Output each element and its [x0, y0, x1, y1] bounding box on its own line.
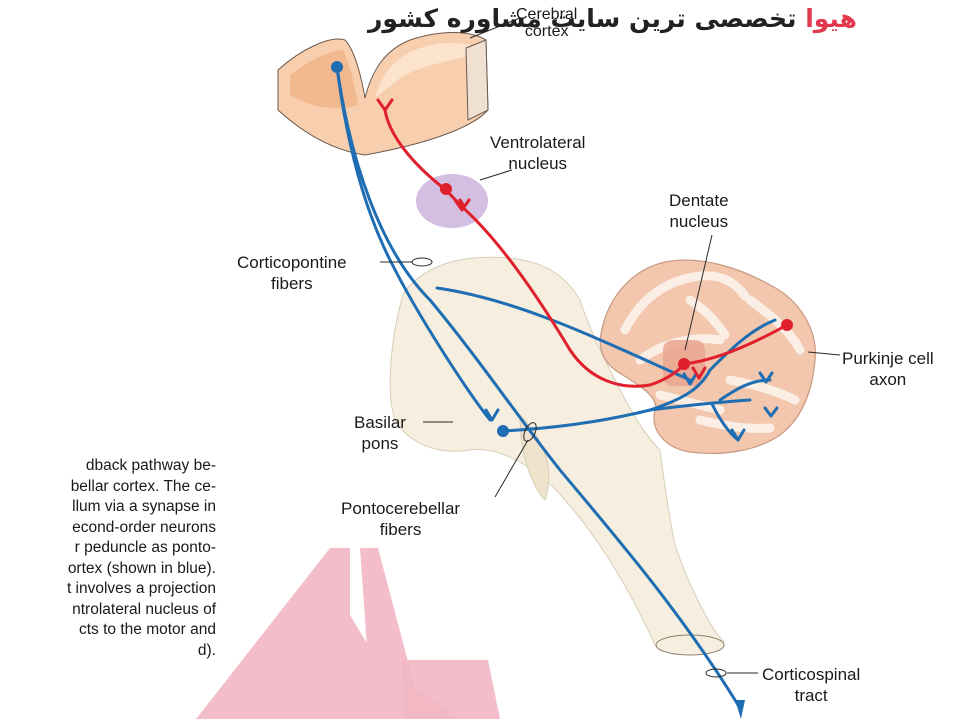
label-ventrolateral-line2: nucleus	[490, 153, 585, 174]
label-corticopontine-line2: fibers	[237, 273, 347, 294]
figure-caption: dback pathway be- bellar cortex. The ce-…	[0, 456, 216, 661]
watermark-header: هیوا تخصصی ترین سایت مشاوره کشور	[368, 4, 857, 33]
label-basilar-line1: Basilar	[354, 412, 406, 433]
label-ventrolateral-nucleus: Ventrolateral nucleus	[490, 132, 585, 174]
thalamic-neuron-cell-body	[440, 183, 452, 195]
label-basilar-line2: pons	[354, 433, 406, 454]
label-corticospinal-line2: tract	[762, 685, 860, 706]
watermark-shape-right	[402, 660, 500, 719]
label-pontocerebellar-line1: Pontocerebellar	[341, 498, 460, 519]
cerebral-cortex-illustration	[278, 33, 488, 156]
watermark-logo-text: هیوا	[805, 4, 857, 33]
label-purkinje-line1: Purkinje cell	[842, 348, 934, 369]
caption-line: d).	[0, 641, 216, 662]
label-dentate-line1: Dentate	[669, 190, 729, 211]
dentate-neuron-cell-body	[678, 358, 690, 370]
caption-line: bellar cortex. The ce-	[0, 477, 216, 498]
corticospinal-arrowhead	[735, 700, 745, 719]
caption-line: ntrolateral nucleus of	[0, 600, 216, 621]
purkinje-cell-body	[781, 319, 793, 331]
label-corticospinal-line1: Corticospinal	[762, 664, 860, 685]
label-pontocerebellar-line2: fibers	[341, 519, 460, 540]
watermark-text: تخصصی ترین سایت مشاوره کشور	[368, 4, 796, 33]
caption-line: ortex (shown in blue).	[0, 559, 216, 580]
caption-line: r peduncle as ponto-	[0, 538, 216, 559]
caption-line: dback pathway be-	[0, 456, 216, 477]
spinal-cord-cut-surface	[656, 635, 724, 655]
label-cerebral-cortex-line1: Cerebral	[516, 6, 577, 23]
label-cerebral-cortex: Cerebral cortex	[516, 6, 577, 40]
label-purkinje-cell-axon: Purkinje cell axon	[842, 348, 934, 390]
caption-line: t involves a projection	[0, 579, 216, 600]
label-cerebral-cortex-line2: cortex	[516, 23, 577, 40]
label-corticopontine-line1: Corticopontine	[237, 252, 347, 273]
caption-line: econd-order neurons	[0, 518, 216, 539]
label-corticopontine-fibers: Corticopontine fibers	[237, 252, 347, 294]
label-purkinje-line2: axon	[842, 369, 934, 390]
pontine-neuron-cell-body	[497, 425, 509, 437]
label-pontocerebellar-fibers: Pontocerebellar fibers	[341, 498, 460, 540]
label-ventrolateral-line1: Ventrolateral	[490, 132, 585, 153]
label-dentate-nucleus: Dentate nucleus	[669, 190, 729, 232]
label-corticospinal-tract: Corticospinal tract	[762, 664, 860, 706]
label-dentate-line2: nucleus	[669, 211, 729, 232]
caption-line: llum via a synapse in	[0, 497, 216, 518]
label-basilar-pons: Basilar pons	[354, 412, 406, 454]
corticospinal-cell-body	[331, 61, 343, 73]
caption-line: cts to the motor and	[0, 620, 216, 641]
